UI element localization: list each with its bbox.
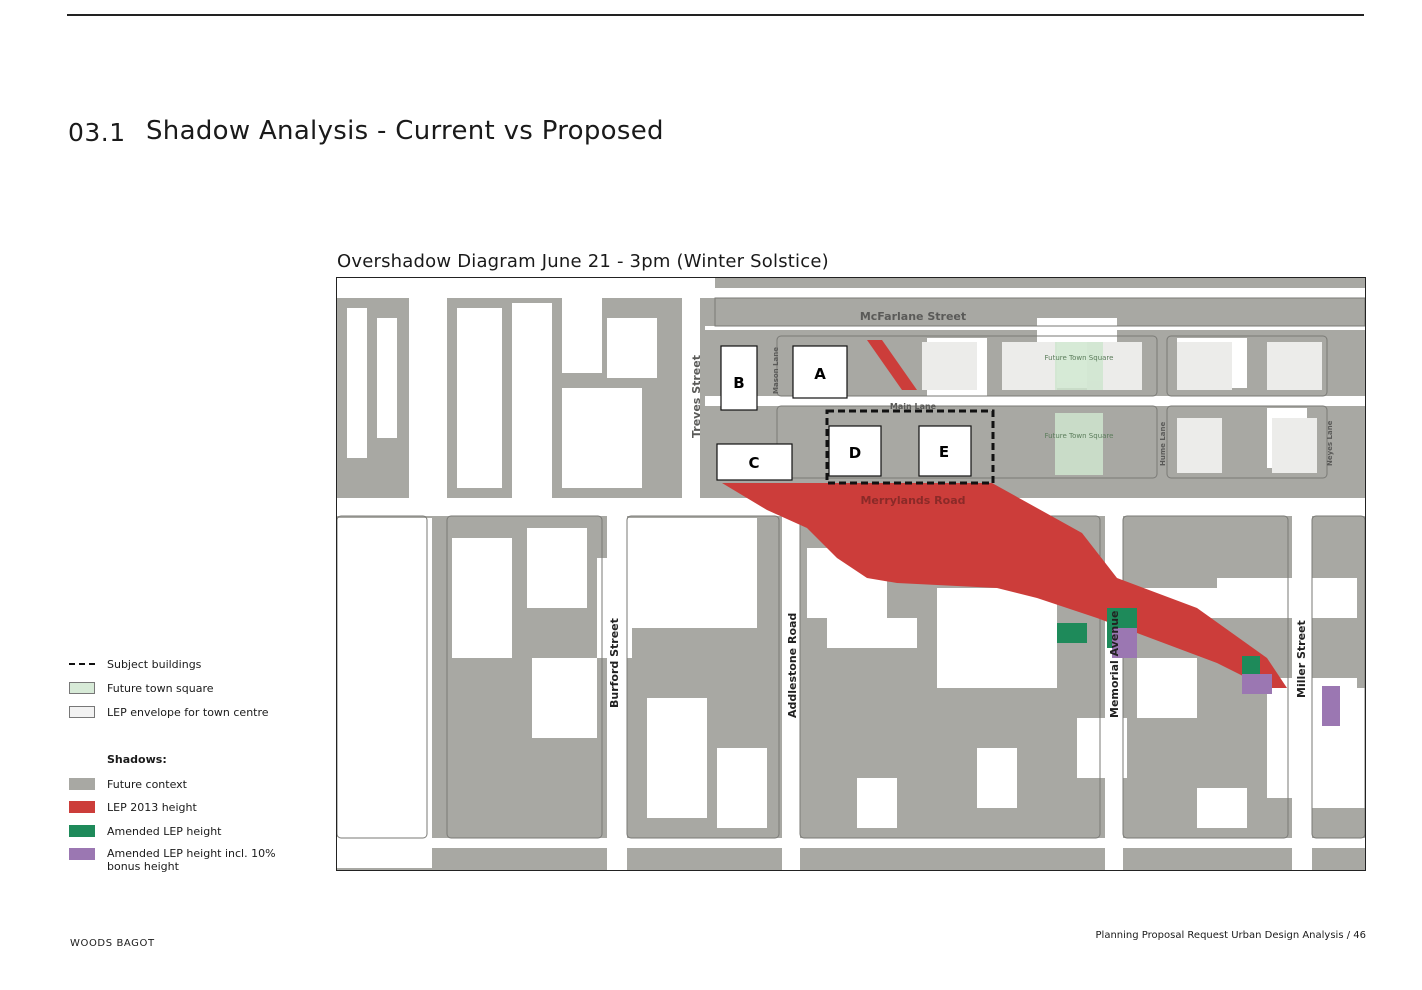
diagram-title: Overshadow Diagram June 21 - 3pm (Winter… [337,251,829,272]
section-title: Shadow Analysis - Current vs Proposed [146,116,664,146]
building-e-label: E [939,443,949,461]
street-treves: Treves Street [690,355,703,438]
street-memorial: Memorial Avenue [1108,610,1121,718]
legend-subject-buildings: Subject buildings [69,656,201,672]
purple-swatch [69,848,95,860]
street-mcfarlane: McFarlane Street [860,310,966,323]
lep-2013-shadow [722,483,1287,688]
legend-lep-envelope: LEP envelope for town centre [69,704,269,720]
legend-amended-bonus: Amended LEP height incl. 10% bonus heigh… [69,847,307,877]
lep-envelope-swatch [69,706,95,718]
building-d-label: D [849,444,861,462]
map-canvas: Future Town Square Future Town Square B … [337,278,1365,870]
grey-swatch [69,778,95,790]
top-rule [67,14,1364,16]
town-square-label-1: Future Town Square [1045,354,1114,362]
legend-future-context: Future context [69,776,187,792]
section-number: 03.1 [68,118,126,147]
street-labels: McFarlane Street Merrylands Road Main La… [608,310,1334,718]
building-b-label: B [733,374,744,392]
street-miller: Miller Street [1295,620,1308,698]
legend-lep-2013: LEP 2013 height [69,799,197,815]
street-main-lane: Main Lane [890,402,937,411]
future-town-square [1055,342,1103,475]
building-labels: B A C D E [716,345,972,481]
street-hume: Hume Lane [1159,422,1167,466]
building-c-label: C [748,454,759,472]
red-swatch [69,801,95,813]
subject-site-outline [825,409,995,485]
legend-shadows-heading: Shadows: [107,753,167,766]
overshadow-map: Future Town Square Future Town Square B … [336,277,1366,871]
legend-future-town-square: Future town square [69,680,214,696]
town-square-label-2: Future Town Square [1045,432,1114,440]
lep-2013-shadow-top [867,340,917,390]
dashed-line-swatch [69,663,95,665]
street-merrylands: Merrylands Road [860,494,965,507]
green-swatch [69,825,95,837]
lit-areas [337,278,1365,868]
building-a-label: A [814,365,826,383]
footer-company: WOODS BAGOT [70,938,155,949]
bonus-shadow [1112,628,1340,726]
street-burford: Burford Street [608,618,621,708]
street-mason: Mason Lane [772,347,780,394]
town-square-swatch [69,682,95,694]
footer-page-info: Planning Proposal Request Urban Design A… [1095,930,1366,941]
street-neyes: Neyes Lane [1326,420,1334,466]
street-addlestone: Addlestone Road [786,613,799,718]
legend-amended-lep: Amended LEP height [69,823,221,839]
